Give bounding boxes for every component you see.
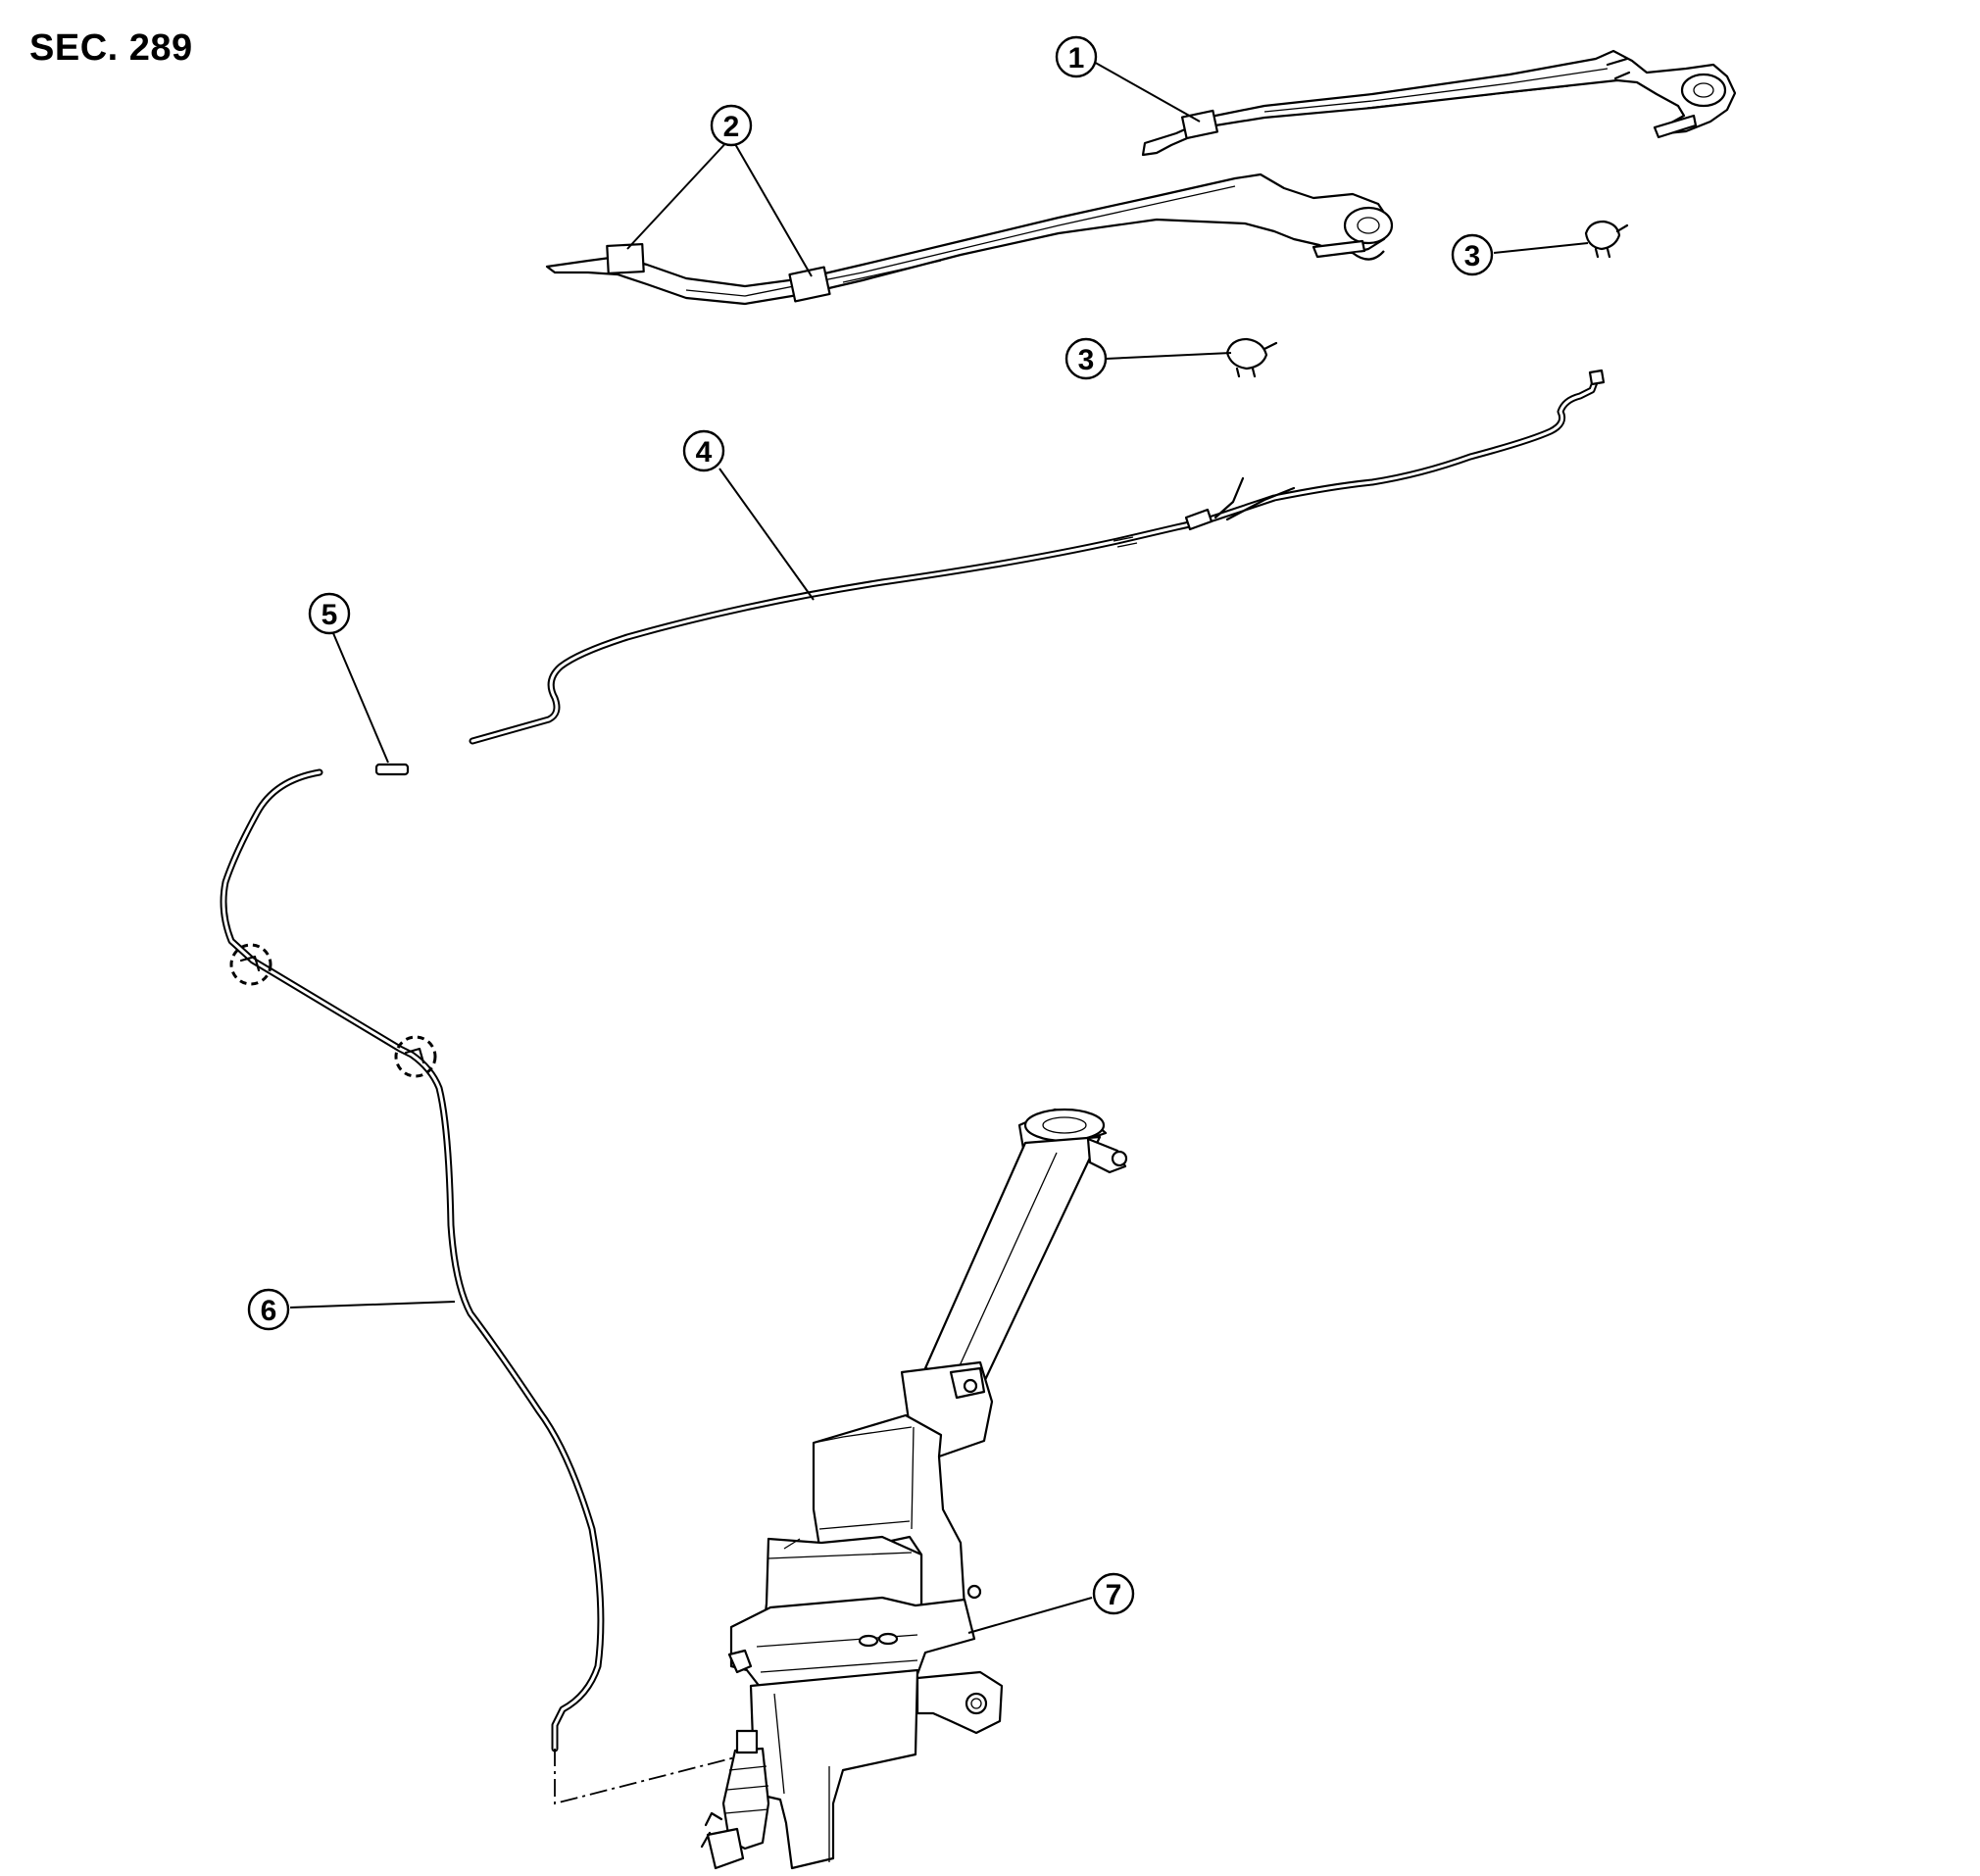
callout-4: 4	[682, 429, 725, 472]
callout-6: 6	[247, 1288, 290, 1331]
callout-5-label: 5	[322, 599, 338, 631]
callout-4-label: 4	[696, 436, 713, 469]
leader-2b	[730, 136, 813, 277]
wiper-arm-lower	[545, 173, 1394, 306]
leader-lines	[289, 60, 1589, 1634]
washer-nozzle-right	[1584, 220, 1629, 259]
callout-2: 2	[710, 104, 753, 147]
callout-3-left: 3	[1064, 337, 1108, 380]
washer-hose-lower	[220, 768, 748, 1805]
callout-3-right-label: 3	[1464, 240, 1481, 272]
callout-1: 1	[1055, 35, 1098, 78]
leader-7	[967, 1597, 1093, 1634]
callout-5: 5	[308, 592, 351, 635]
callout-2-label: 2	[723, 111, 740, 143]
hose-clip-lower	[394, 1035, 437, 1078]
washer-hose-main	[469, 369, 1606, 745]
leader-2a	[626, 136, 732, 250]
callout-3-right: 3	[1451, 233, 1494, 276]
wiper-arm-upper	[1141, 49, 1737, 157]
callout-7-label: 7	[1106, 1579, 1122, 1611]
callout-6-label: 6	[261, 1295, 277, 1327]
callout-7: 7	[1092, 1572, 1135, 1615]
callout-3-left-label: 3	[1078, 344, 1095, 376]
washer-nozzle-left	[1225, 337, 1278, 378]
washer-tank	[700, 1108, 1128, 1870]
leader-3b	[1105, 352, 1232, 360]
leader-4	[718, 468, 815, 601]
hose-clip-upper	[229, 943, 272, 986]
leader-5	[332, 632, 389, 764]
leader-6	[289, 1301, 456, 1308]
section-title: SEC. 289	[29, 27, 193, 69]
hose-joint	[374, 763, 410, 776]
callout-1-label: 1	[1068, 42, 1085, 74]
leader-3a	[1493, 242, 1589, 254]
leader-1	[1091, 60, 1201, 123]
